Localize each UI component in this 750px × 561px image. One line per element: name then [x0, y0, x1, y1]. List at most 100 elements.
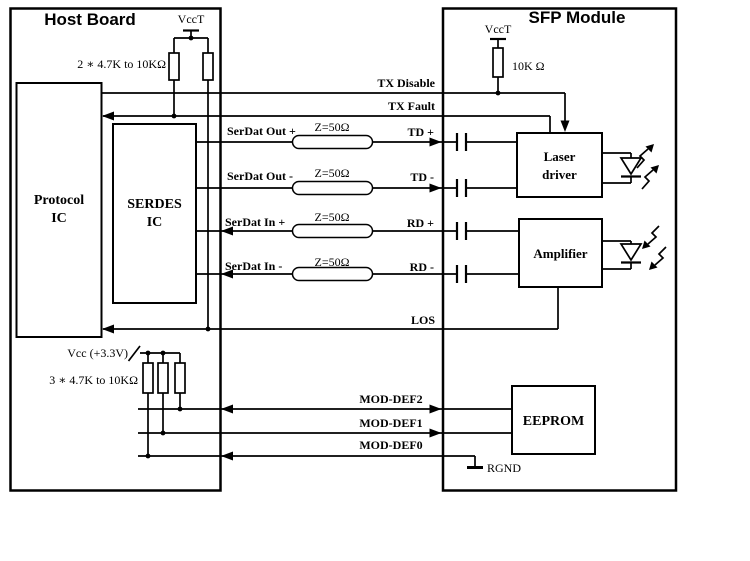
arrow-left-icon — [221, 226, 233, 236]
serdat-out-n-label: SerDat Out - — [227, 169, 293, 183]
mod-def0-net — [138, 451, 483, 469]
tx-fault-line — [103, 115, 551, 133]
sfp-pullup-note: 10K Ω — [512, 59, 545, 73]
td-p-label: TD + — [407, 125, 434, 139]
junction-dot — [188, 35, 194, 41]
vcc-pullup-network — [127, 345, 186, 456]
vcc-rail-label: Vcc (+3.3V) — [67, 346, 128, 360]
arrow-right-icon — [429, 183, 442, 193]
arrow-right-icon — [429, 428, 442, 438]
td-n-label: TD - — [410, 170, 434, 184]
light-ray — [641, 169, 654, 190]
resistor-icon — [157, 362, 169, 394]
los-line — [103, 287, 559, 330]
rd-p-label: RD + — [407, 216, 434, 230]
sfp-module-outline — [441, 7, 678, 492]
tx-fault-net — [102, 111, 551, 133]
resistor-icon — [202, 52, 214, 81]
tx-disable-label: TX Disable — [377, 76, 435, 90]
vcc-rail — [140, 352, 181, 363]
mod-def0-line — [138, 455, 476, 467]
serdes-ic-label-line1: SERDES — [127, 197, 182, 212]
mod-def1-net — [138, 428, 512, 438]
pullup-wires — [173, 80, 209, 329]
los-net — [102, 287, 559, 334]
amplifier-box — [518, 218, 603, 288]
transmission-line-icon — [291, 266, 374, 282]
mod-def2-net — [138, 404, 512, 414]
sfp-vcct-label: VccT — [485, 22, 512, 36]
arrow-left-icon — [102, 111, 114, 121]
transmission-line-icon — [291, 180, 374, 196]
coupling-capacitor-icon — [455, 179, 468, 197]
serdes-ic-box — [112, 123, 197, 304]
arrow-down-icon — [560, 120, 570, 132]
light-receive-arrows-icon — [642, 225, 667, 270]
junction-dot — [160, 350, 166, 356]
eeprom-box — [511, 385, 596, 455]
light-ray — [654, 246, 667, 266]
diode-triangle — [619, 157, 643, 176]
host-board-title: Host Board — [44, 10, 136, 29]
host-pullup-note: 2 ∗ 4.7K to 10KΩ — [77, 57, 166, 71]
mod-def1-label: MOD-DEF1 — [359, 416, 422, 430]
arrow-sw-icon — [649, 261, 658, 270]
sfp-module-title: SFP Module — [529, 8, 626, 27]
los-label: LOS — [411, 313, 435, 327]
transmission-line-icon — [291, 134, 374, 150]
tx-disable-line — [101, 92, 566, 121]
tx-fault-label: TX Fault — [388, 99, 435, 113]
arrow-sw-icon — [642, 240, 651, 249]
vcc-pullup-note: 3 ∗ 4.7K to 10KΩ — [49, 373, 138, 387]
diode-triangle — [619, 243, 643, 262]
tx-disable-net — [101, 92, 570, 132]
arrow-right-icon — [429, 404, 442, 414]
photodiode-leads — [602, 240, 632, 270]
protocol-ic-label-line2: IC — [51, 211, 67, 226]
impedance-label: Z=50Ω — [314, 166, 349, 180]
laser-diode-leads — [602, 152, 632, 184]
host-vcct-label: VccT — [178, 12, 205, 26]
junction-dot — [145, 350, 151, 356]
light-ray — [636, 148, 649, 169]
rgnd-label: RGND — [487, 461, 521, 475]
arrow-left-icon — [221, 404, 233, 414]
resistor-icon — [168, 52, 180, 81]
arrow-left-icon — [221, 451, 233, 461]
arrow-right-icon — [429, 137, 442, 147]
serdat-in-n-label: SerDat In - — [225, 259, 282, 273]
junction-dot — [495, 90, 501, 96]
laser-driver-label-line2: driver — [542, 167, 577, 182]
arrow-left-icon — [102, 324, 114, 334]
arrow-left-icon — [221, 269, 233, 279]
rd-n-label: RD - — [410, 260, 434, 274]
arrow-ne-icon — [645, 144, 654, 153]
laser-driver-box — [516, 132, 603, 198]
coupling-capacitor-icon — [455, 133, 468, 151]
impedance-label: Z=50Ω — [314, 120, 349, 134]
mod-def2-label: MOD-DEF2 — [359, 392, 422, 406]
pullup-wires — [147, 393, 181, 456]
transmission-line-icon — [291, 223, 374, 239]
laser-diode-icon — [602, 144, 659, 190]
impedance-label: Z=50Ω — [314, 210, 349, 224]
eeprom-label: EEPROM — [523, 414, 584, 429]
coupling-capacitor-icon — [455, 265, 468, 283]
impedance-label: Z=50Ω — [314, 255, 349, 269]
arrow-ne-icon — [650, 165, 659, 174]
photodiode-icon — [602, 225, 667, 270]
amplifier-label: Amplifier — [533, 246, 587, 261]
host-vcct-pullup-network — [168, 29, 214, 329]
protocol-ic-box — [15, 82, 103, 338]
resistor-icon — [492, 47, 504, 78]
light-emit-arrows-icon — [636, 144, 659, 190]
host-board-outline — [9, 7, 222, 492]
vcct-rail — [173, 30, 209, 53]
serdat-out-p-label: SerDat Out + — [227, 124, 296, 138]
resistor-icon — [142, 362, 154, 394]
light-ray — [647, 225, 660, 245]
laser-driver-label-line1: Laser — [544, 149, 576, 164]
mod-def0-label: MOD-DEF0 — [359, 438, 422, 452]
